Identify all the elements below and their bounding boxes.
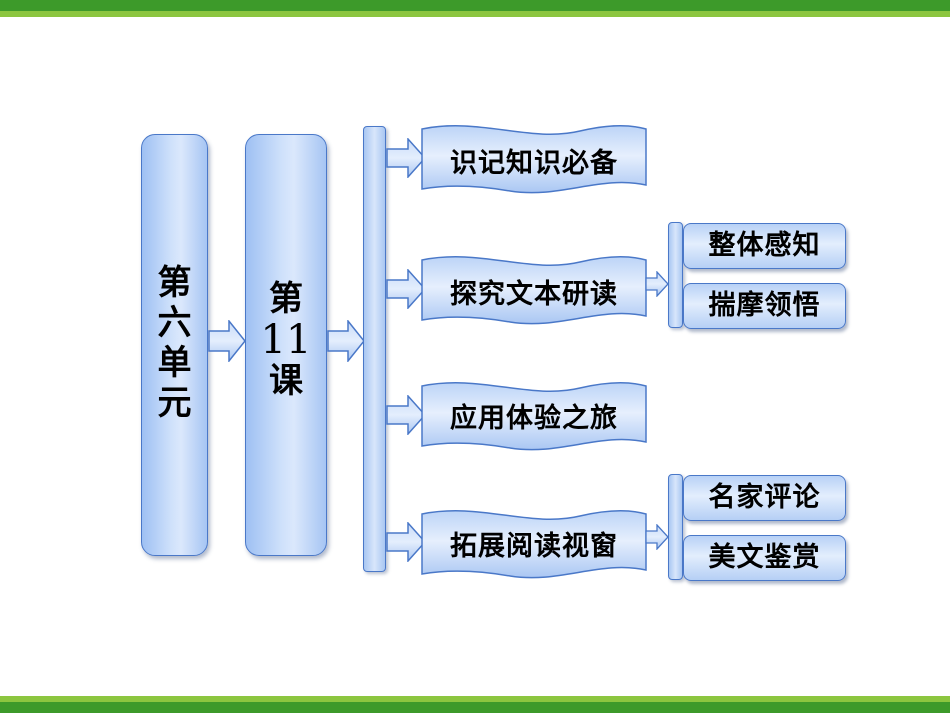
unit-char: 单 [157, 343, 192, 383]
section-arrow [386, 269, 426, 309]
lesson-pillar[interactable]: 第 11 课 [245, 134, 327, 556]
subitem-box[interactable]: 名家评论 [683, 475, 846, 521]
section-label: 识记知识必备 [450, 148, 618, 179]
lesson-prefix: 第 [269, 279, 303, 319]
lesson-number: 11 [260, 317, 312, 363]
unit-char: 六 [157, 303, 192, 343]
section-arrow [386, 395, 426, 435]
bottom-band-dark [0, 702, 950, 713]
section-banner-3[interactable]: 应用体验之旅 [420, 376, 648, 454]
top-band-light [0, 11, 950, 17]
subitem-bracket [668, 222, 683, 328]
bottom-band-light [0, 696, 950, 702]
section-arrow [386, 522, 426, 562]
section-label: 探究文本研读 [450, 279, 618, 310]
lesson-to-bracket-arrow [327, 320, 365, 362]
lesson-title: 第 11 课 [246, 280, 326, 400]
subitem-arrow [645, 524, 669, 550]
section-banner-4[interactable]: 拓展阅读视窗 [420, 502, 648, 582]
lesson-suffix: 课 [269, 361, 303, 401]
unit-char: 第 [157, 263, 192, 303]
subitem-bracket [668, 474, 683, 580]
unit-to-lesson-arrow [208, 320, 246, 362]
subitem-box[interactable]: 美文鉴赏 [683, 535, 846, 581]
section-arrow [386, 138, 426, 178]
subitem-box[interactable]: 整体感知 [683, 223, 846, 269]
unit-char: 元 [157, 383, 192, 423]
section-banner-1[interactable]: 识记知识必备 [420, 119, 648, 197]
top-band-dark [0, 0, 950, 11]
subitem-arrow [645, 271, 669, 297]
section-banner-2[interactable]: 探究文本研读 [420, 248, 648, 328]
subitem-box[interactable]: 揣摩领悟 [683, 283, 846, 329]
section-label: 应用体验之旅 [450, 403, 618, 434]
unit-pillar[interactable]: 第 六 单 元 [141, 134, 208, 556]
section-label: 拓展阅读视窗 [450, 531, 618, 562]
main-bracket [363, 126, 386, 572]
unit-title: 第 六 单 元 [142, 263, 207, 423]
